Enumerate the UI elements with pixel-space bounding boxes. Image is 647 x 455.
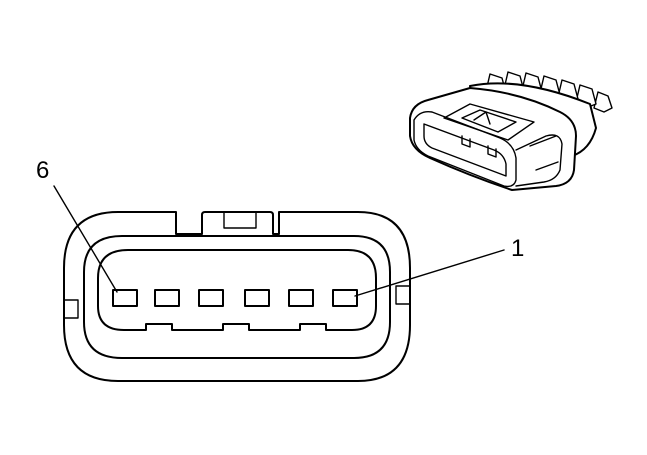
callout-label-1: 1 (511, 235, 524, 262)
terminal-cavity (198, 289, 224, 307)
connector-isometric-view (409, 71, 613, 191)
front-key-notch (487, 145, 497, 158)
left-side-rib (63, 299, 79, 319)
callout-pin-last: 6 (36, 157, 118, 293)
front-face-rim (413, 110, 517, 188)
callout-label-6: 6 (36, 157, 49, 184)
front-key-notch (461, 135, 471, 148)
terminal-cavity (244, 289, 270, 307)
top-latch-slot (461, 109, 517, 133)
connector-shroud (83, 235, 391, 359)
side-face-rib (535, 161, 559, 171)
side-face-panel (515, 134, 563, 187)
terminal-cavity (112, 289, 138, 307)
terminal-cavity (288, 289, 314, 307)
front-face-inner (423, 123, 507, 177)
connector-outer-housing (63, 211, 411, 382)
right-side-rib (395, 285, 411, 305)
connector-face-view (63, 211, 411, 382)
terminal-row (112, 289, 358, 307)
callout-pin-first: 1 (354, 235, 524, 297)
latch-tab (223, 211, 257, 229)
terminal-cavity (154, 289, 180, 307)
leader-line-6 (53, 185, 118, 293)
latch-ramp (473, 111, 491, 125)
side-face-rib (529, 135, 557, 147)
leader-line-1 (354, 249, 505, 297)
terminal-cavity (332, 289, 358, 307)
connector-cavity (97, 249, 377, 331)
